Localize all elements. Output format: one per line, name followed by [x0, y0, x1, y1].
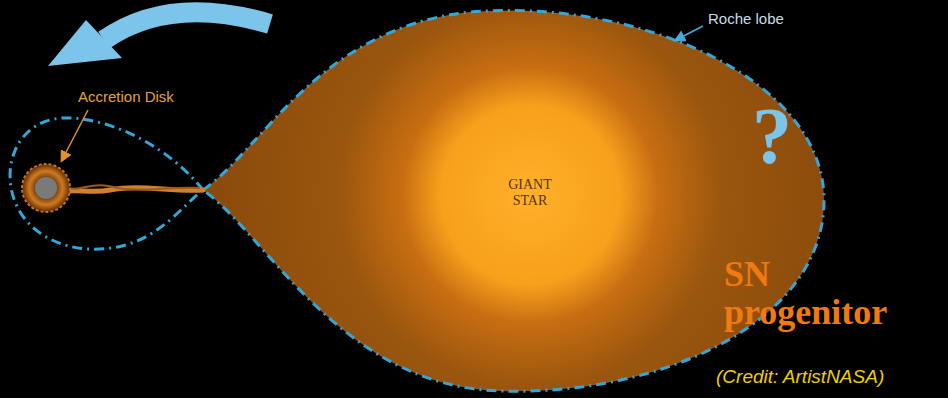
orbit-arrow-head	[48, 20, 122, 66]
mass-stream	[64, 185, 200, 189]
roche-lobe	[203, 10, 824, 391]
question-mark: ?	[752, 96, 792, 176]
roche-lobe	[10, 118, 203, 249]
sn-label: SN progenitor	[724, 256, 939, 332]
lobe-label: Roche lobe	[708, 10, 784, 27]
accretion-disk	[22, 164, 70, 212]
orbit-arrow	[104, 12, 270, 40]
credit-label: (Credit: ArtistNASA)	[716, 366, 884, 388]
star-body: GIANT STAR	[490, 177, 570, 209]
leader-line	[62, 110, 88, 160]
giant-star	[203, 10, 824, 391]
compact-star	[35, 177, 57, 199]
disk-label: Accretion Disk	[78, 88, 174, 105]
star-name: GIANT STAR	[490, 177, 570, 209]
leader-line	[676, 26, 703, 40]
